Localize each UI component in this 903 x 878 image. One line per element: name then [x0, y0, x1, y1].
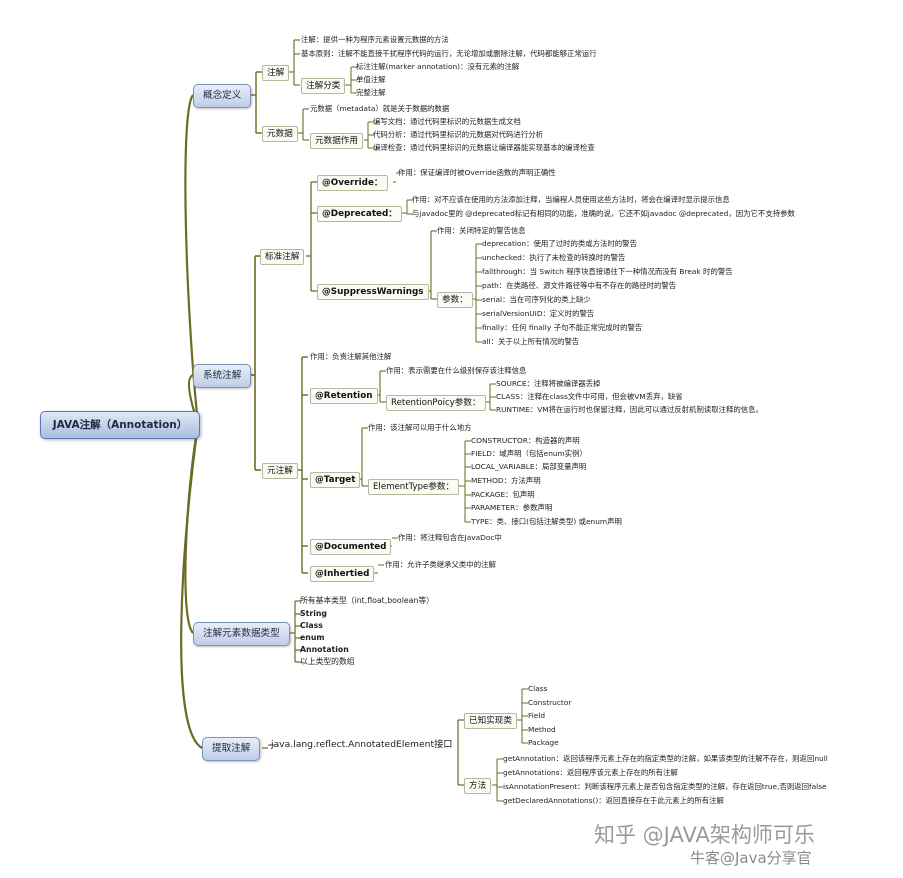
element-type: CONSTRUCTOR：构造器的声明 — [471, 436, 580, 445]
node-annotation-category[interactable]: 注解分类 — [301, 78, 346, 94]
target-desc: 作用：该注解可以用于什么地方 — [368, 423, 472, 432]
category-item: 完整注解 — [356, 88, 386, 97]
category-item: 标注注解(marker annotation)：没有元素的注解 — [356, 62, 520, 71]
annotation-definition: 注解：提供一种为程序元素设置元数据的方法 — [301, 35, 449, 44]
metadata-role-item: 编写文档：通过代码里标识的元数据生成文档 — [373, 117, 521, 126]
method-item: getAnnotations：返回程序该元素上存在的所有注解 — [503, 768, 678, 777]
element-type: TYPE：类、接口(包括注解类型) 或enum声明 — [471, 517, 622, 526]
annotation-principle: 基本原则：注解不能直接干扰程序代码的运行，无论增加或删除注解，代码都能够正常运行 — [301, 49, 597, 58]
node-standard[interactable]: 标准注解 — [260, 249, 305, 265]
deprecated-desc: 作用：对不应该在使用的方法添加注释，当编程人员使用这些方法时，将会在编译时显示提… — [412, 195, 730, 204]
datatype-item: String — [300, 609, 327, 618]
method-item: isAnnotationPresent：判断该程序元素上是否包含指定类型的注解，… — [503, 782, 827, 791]
metadata-definition: 元数据（metadata）就是关于数据的数据 — [310, 104, 450, 113]
node-retention[interactable]: @Retention — [310, 388, 378, 404]
node-retention-policy[interactable]: RetentionPoicy参数： — [386, 395, 486, 411]
impl-class: Package — [528, 738, 559, 747]
suppress-param: serial：当在可序列化的类上缺少 — [482, 295, 591, 304]
node-methods[interactable]: 方法 — [464, 778, 492, 794]
impl-class: Method — [528, 725, 556, 734]
node-known-impl[interactable]: 已知实现类 — [464, 713, 517, 729]
suppress-param: unchecked：执行了未检查的转换时的警告 — [482, 253, 626, 262]
node-deprecated[interactable]: @Deprecated： — [317, 206, 403, 222]
inherited-desc: 作用：允许子类继承父类中的注解 — [385, 560, 496, 569]
method-item: getAnnotation：返回该程序元素上存在的指定类型的注解，如果该类型的注… — [503, 754, 828, 763]
watermark-zhihu: 知乎 @JAVA架构师可乐 — [594, 823, 815, 847]
datatype-item: Class — [300, 621, 323, 630]
node-suppress-warnings[interactable]: @SuppressWarnings — [317, 284, 429, 300]
node-metadata[interactable]: 元数据 — [262, 126, 298, 142]
node-system[interactable]: 系统注解 — [193, 364, 252, 388]
documented-desc: 作用：将注释包含在JavaDoc中 — [398, 533, 502, 542]
node-extract[interactable]: 提取注解 — [202, 737, 261, 761]
element-type: PACKAGE：包声明 — [471, 490, 535, 499]
method-item: getDeclaredAnnotations()：返回直接存在于此元素上的所有注… — [503, 796, 724, 805]
category-item: 单值注解 — [356, 75, 386, 84]
override-desc: 作用：保证编译时被Override函数的声明正确性 — [398, 168, 556, 177]
node-target[interactable]: @Target — [310, 472, 361, 488]
node-meta-annotation[interactable]: 元注解 — [262, 463, 298, 479]
datatype-item: 以上类型的数组 — [300, 657, 355, 666]
retention-policy: RUNTIME：VM将在运行时也保留注释，因此可以通过反射机制读取注释的信息。 — [496, 405, 763, 414]
element-type: METHOD：方法声明 — [471, 476, 541, 485]
datatype-item: enum — [300, 633, 325, 642]
element-type: PARAMETER：参数声明 — [471, 503, 553, 512]
node-inherited[interactable]: @Inhertied — [310, 566, 375, 582]
node-suppress-params[interactable]: 参数： — [437, 292, 473, 308]
watermark-nowcoder: 牛客@Java分享官 — [690, 849, 812, 867]
suppress-param: finally：任何 finally 子句不能正常完成时的警告 — [482, 323, 643, 332]
impl-class: Class — [528, 684, 548, 693]
suppress-param: all：关于以上所有情况的警告 — [482, 337, 580, 346]
element-type: LOCAL_VARIABLE：局部变量声明 — [471, 462, 587, 471]
suppress-param: deprecation：使用了过时的类或方法时的警告 — [482, 239, 637, 248]
meta-desc: 作用：负责注解其他注解 — [310, 352, 392, 361]
annotated-element-interface: java.lang.reflect.AnnotatedElement接口 — [271, 739, 453, 750]
node-datatypes[interactable]: 注解元素数据类型 — [193, 622, 290, 646]
retention-desc: 作用：表示需要在什么级别保存该注释信息 — [386, 366, 527, 375]
element-type: FIELD：域声明（包括enum实例） — [471, 449, 587, 458]
node-override[interactable]: @Override： — [317, 175, 388, 191]
impl-class: Field — [528, 711, 546, 720]
datatype-item: 所有基本类型（int,float,boolean等） — [300, 596, 434, 605]
suppress-param: serialVersionUID：定义时的警告 — [482, 309, 595, 318]
metadata-role-item: 编译检查：通过代码里标识的元数据让编译器能实现基本的编译检查 — [373, 143, 595, 152]
metadata-role-item: 代码分析：通过代码里标识的元数据对代码进行分析 — [373, 130, 543, 139]
wire-root-extract — [180, 423, 203, 749]
retention-policy: CLASS：注释在class文件中可用，但会被VM丢弃，缺省 — [496, 392, 683, 401]
retention-policy: SOURCE：注释将被编译器丢掉 — [496, 379, 601, 388]
suppress-param: path：在类路径、源文件路径等中有不存在的路径时的警告 — [482, 281, 677, 290]
node-metadata-role[interactable]: 元数据作用 — [310, 133, 363, 149]
deprecated-desc: 与javadoc里的 @deprecated标记有相同的功能，准确的说，它还不如… — [412, 209, 795, 218]
datatype-item: Annotation — [300, 645, 349, 654]
node-concept[interactable]: 概念定义 — [193, 84, 252, 108]
impl-class: Constructor — [528, 698, 572, 707]
suppress-desc: 作用：关闭特定的警告信息 — [437, 226, 526, 235]
node-element-type[interactable]: ElementType参数： — [368, 479, 460, 495]
suppress-param: fallthrough：当 Switch 程序块直接通往下一种情况而没有 Bre… — [482, 267, 733, 276]
node-documented[interactable]: @Documented — [310, 539, 392, 555]
node-annotation[interactable]: 注解 — [262, 65, 290, 81]
root-node[interactable]: JAVA注解（Annotation） — [40, 411, 200, 439]
